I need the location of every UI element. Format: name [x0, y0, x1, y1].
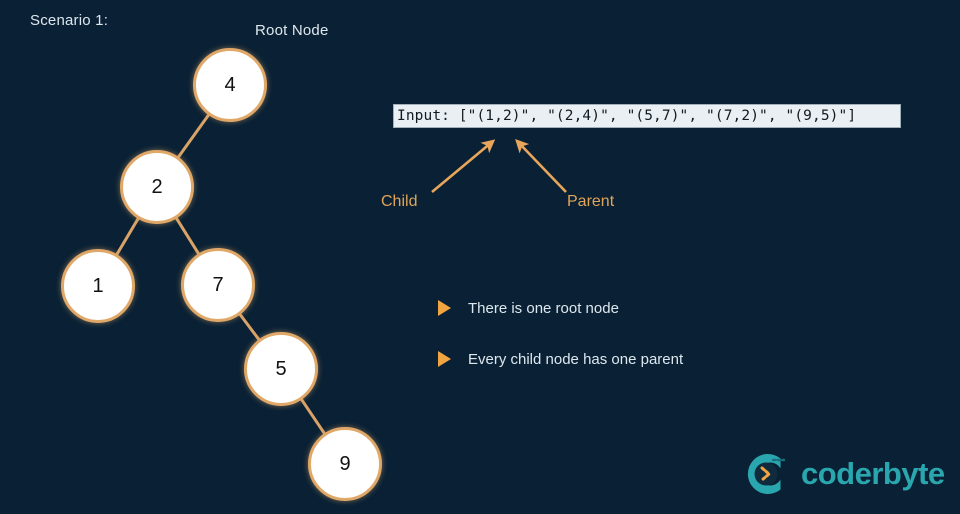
- child-annotation-label: Child: [381, 193, 418, 210]
- tree-node-value: 7: [212, 273, 224, 296]
- triangle-bullet-icon: [438, 300, 451, 316]
- coderbyte-logo-icon: [747, 454, 786, 494]
- tree-edge-7-5: [238, 313, 261, 341]
- tree-edge-2-7: [175, 216, 200, 256]
- tree-node-2[interactable]: 2: [120, 150, 194, 224]
- root-node-label: Root Node: [255, 22, 329, 39]
- input-code-text: Input: ["(1,2)", "(2,4)", "(5,7)", "(7,2…: [397, 108, 857, 124]
- parent-annotation-label: Parent: [567, 193, 615, 210]
- tree-node-7[interactable]: 7: [181, 248, 255, 322]
- input-code-box[interactable]: Input: ["(1,2)", "(2,4)", "(5,7)", "(7,2…: [393, 104, 901, 128]
- bullet-item: There is one root node: [438, 296, 858, 320]
- tree-edge-2-1: [115, 217, 140, 256]
- tree-node-5[interactable]: 5: [244, 332, 318, 406]
- coderbyte-logo: coderbyte: [740, 448, 945, 500]
- tree-node-value: 4: [224, 73, 236, 96]
- bullet-item: Every child node has one parent: [438, 347, 858, 371]
- tree-node-4[interactable]: 4: [193, 48, 267, 122]
- tree-edge-2-4: [177, 113, 210, 159]
- coderbyte-logo-text: coderbyte: [801, 456, 945, 491]
- parent-arrow: [515, 138, 567, 193]
- scenario-title: Scenario 1:: [30, 12, 109, 29]
- bullet-text: Every child node has one parent: [468, 350, 684, 368]
- tree-edge-5-9: [300, 398, 326, 435]
- bullet-text: There is one root node: [468, 299, 619, 317]
- child-arrow: [431, 139, 496, 193]
- triangle-bullet-icon: [438, 351, 451, 367]
- tree-node-9[interactable]: 9: [308, 427, 382, 501]
- tree-node-1[interactable]: 1: [61, 249, 135, 323]
- tree-node-value: 9: [339, 452, 351, 475]
- tree-node-value: 2: [151, 175, 163, 198]
- tree-node-value: 1: [92, 274, 104, 297]
- tree-node-value: 5: [275, 357, 287, 380]
